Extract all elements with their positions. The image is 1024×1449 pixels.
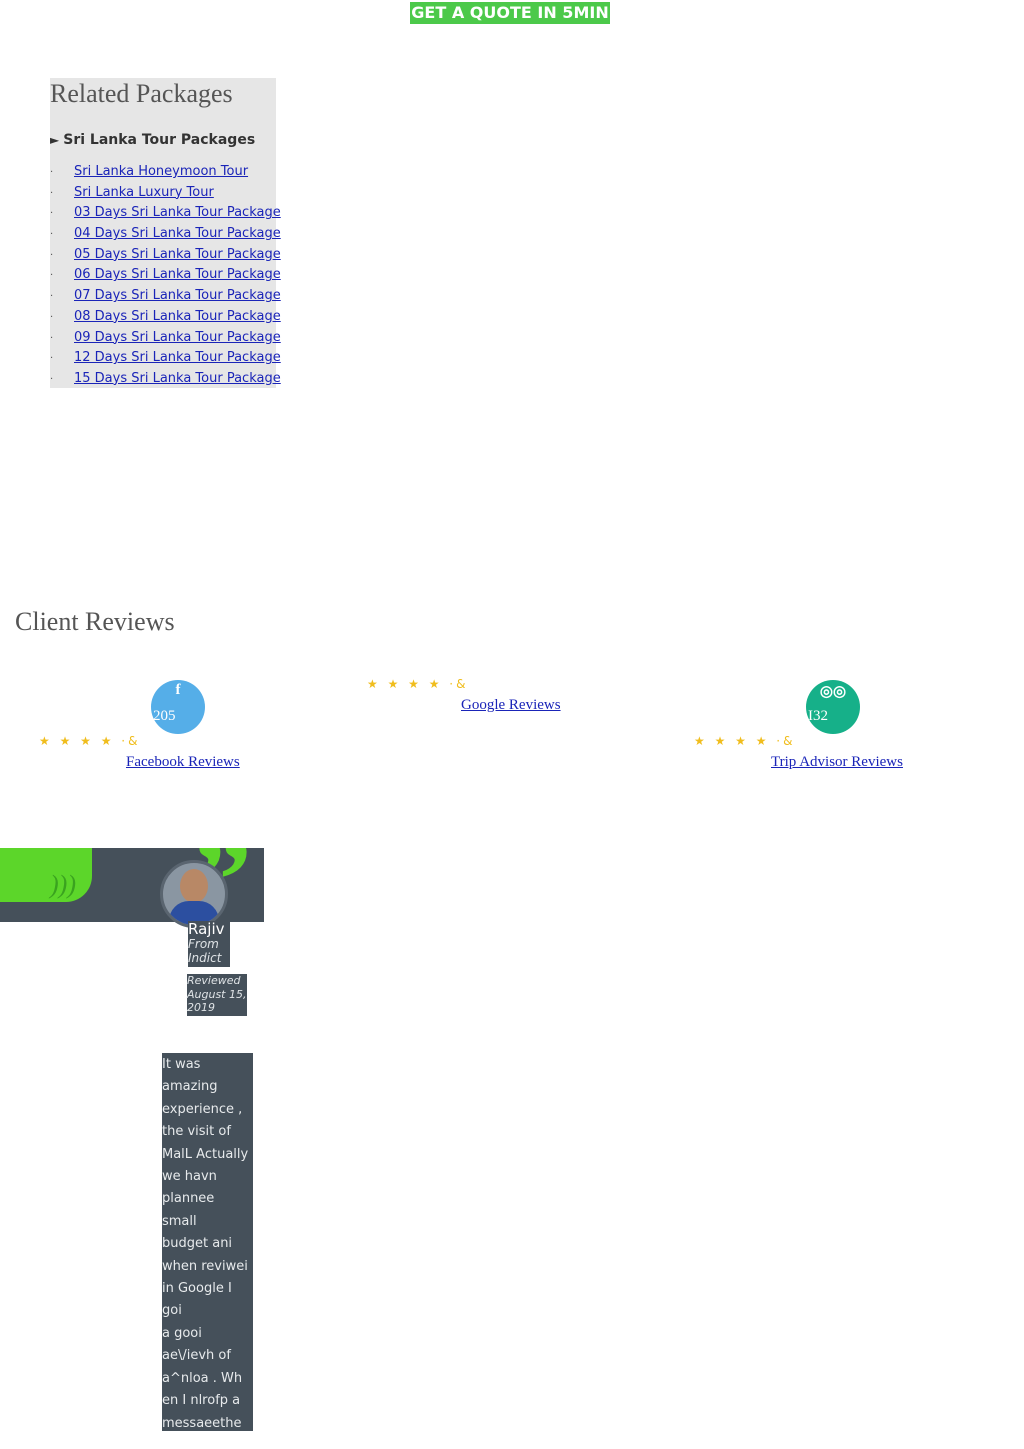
list-item: · 07 Days Sri Lanka Tour Package <box>50 286 281 307</box>
package-link[interactable]: 03 Days Sri Lanka Tour Package <box>74 205 281 221</box>
tripadvisor-rating-stars: ★ ★ ★ ★ ·& <box>694 734 796 748</box>
subtitle-text: Sri Lanka Tour Packages <box>63 132 256 148</box>
list-item: · Sri Lanka Luxury Tour <box>50 183 276 204</box>
review-text: It was amazing experience , the visit of… <box>162 1057 249 1431</box>
bullet-icon: · <box>50 373 54 385</box>
bullet-icon: · <box>50 229 54 241</box>
package-link[interactable]: 06 Days Sri Lanka Tour Package <box>74 267 281 283</box>
list-item: · 03 Days Sri Lanka Tour Package <box>50 203 281 224</box>
list-item: · 04 Days Sri Lanka Tour Package <box>50 224 281 245</box>
package-link[interactable]: 08 Days Sri Lanka Tour Package <box>74 308 281 324</box>
package-list: · Sri Lanka Honeymoon Tour · Sri Lanka Lux… <box>50 162 281 390</box>
get-quote-button[interactable]: GET A QUOTE IN 5MIN <box>410 2 610 24</box>
reviewer-location: From Indict <box>188 937 222 965</box>
package-link[interactable]: 15 Days Sri Lanka Tour Package <box>74 370 281 386</box>
package-link[interactable]: 05 Days Sri Lanka Tour Package <box>74 246 281 262</box>
google-rating-stars: ★ ★ ★ ★ ·& <box>367 677 469 691</box>
list-item: · 06 Days Sri Lanka Tour Package <box>50 265 281 286</box>
tripadvisor-review-count: I32 <box>808 708 828 724</box>
bullet-icon: · <box>50 187 54 199</box>
list-item: · Sri Lanka Honeymoon Tour <box>50 162 276 183</box>
package-link[interactable]: 04 Days Sri Lanka Tour Package <box>74 226 281 242</box>
package-link[interactable]: 09 Days Sri Lanka Tour Package <box>74 329 281 345</box>
google-reviews-link[interactable]: Google Reviews <box>461 697 561 713</box>
package-link[interactable]: 12 Days Sri Lanka Tour Package <box>74 350 281 366</box>
package-link[interactable]: Sri Lanka Luxury Tour <box>74 184 214 200</box>
tripadvisor-icon: ◎◎ <box>819 684 847 700</box>
bullet-icon: · <box>50 332 54 344</box>
facebook-icon: f <box>175 682 181 698</box>
bullet-icon: · <box>50 249 54 261</box>
tripadvisor-review-badge[interactable]: ◎◎ I32 <box>806 680 860 734</box>
bullet-icon: · <box>50 353 54 365</box>
sri-lanka-tour-packages-heading: ►Sri Lanka Tour Packages <box>50 132 255 148</box>
avatar <box>160 860 228 928</box>
bullet-icon: · <box>50 208 54 220</box>
facebook-review-count: 205 <box>153 708 176 724</box>
list-item: · 12 Days Sri Lanka Tour Package <box>50 348 281 369</box>
list-item: · 15 Days Sri Lanka Tour Package <box>50 369 281 390</box>
list-item: · 05 Days Sri Lanka Tour Package <box>50 245 281 266</box>
package-link[interactable]: 07 Days Sri Lanka Tour Package <box>74 288 281 304</box>
list-item: · 08 Days Sri Lanka Tour Package <box>50 307 281 328</box>
list-item: · 09 Days Sri Lanka Tour Package <box>50 328 281 349</box>
review-text-box: It was amazing experience , the visit of… <box>162 1053 253 1431</box>
client-reviews-title: Client Reviews <box>15 607 175 636</box>
avatar-head <box>180 869 208 903</box>
reviewer-info: Rajiv From Indict <box>188 921 230 967</box>
tripadvisor-reviews-link[interactable]: Trip Advisor Reviews <box>771 754 903 770</box>
package-link[interactable]: Sri Lanka Honeymoon Tour <box>74 164 249 179</box>
bullet-icon: · <box>50 167 54 178</box>
bullet-icon: · <box>50 270 54 282</box>
related-packages-panel: Related Packages ►Sri Lanka Tour Package… <box>50 78 281 390</box>
reviewer-name: Rajiv <box>188 920 225 938</box>
bullet-icon: · <box>50 311 54 323</box>
facebook-review-badge[interactable]: f 205 <box>151 680 205 734</box>
bullet-icon: · <box>50 291 54 303</box>
related-packages-title: Related Packages <box>50 79 233 108</box>
decorative-quote-icon: ))) <box>50 870 76 899</box>
review-date: Reviewed August 15, 2019 <box>187 974 247 1016</box>
facebook-reviews-link[interactable]: Facebook Reviews <box>126 754 240 770</box>
decorative-green-slab <box>0 848 92 902</box>
pointer-arrow-icon: ► <box>50 133 60 147</box>
facebook-rating-stars: ★ ★ ★ ★ ·& <box>39 734 141 748</box>
